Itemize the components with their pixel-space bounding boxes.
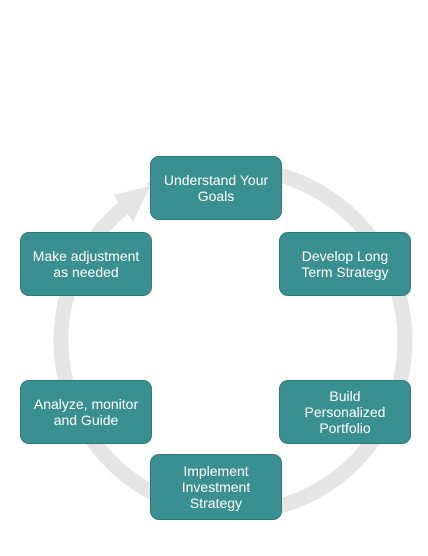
step-label: Implement Investment Strategy bbox=[181, 463, 251, 511]
step-label: Understand Your Goals bbox=[163, 172, 269, 204]
step-develop-long-term-strategy[interactable]: Develop Long Term Strategy bbox=[279, 232, 411, 296]
step-implement-investment-strategy[interactable]: Implement Investment Strategy bbox=[150, 454, 282, 520]
step-build-personalized-portfolio[interactable]: Build Personalized Portfolio bbox=[279, 380, 411, 444]
step-label: Analyze, monitor and Guide bbox=[33, 396, 139, 428]
cycle-ring-arc bbox=[53, 161, 413, 521]
step-make-adjustment[interactable]: Make adjustment as needed bbox=[20, 232, 152, 296]
step-label: Make adjustment as needed bbox=[32, 248, 140, 280]
step-understand-goals[interactable]: Understand Your Goals bbox=[150, 156, 282, 220]
cycle-arrow-head-icon bbox=[113, 186, 150, 222]
step-analyze-monitor-guide[interactable]: Analyze, monitor and Guide bbox=[20, 380, 152, 444]
step-label: Build Personalized Portfolio bbox=[304, 388, 386, 436]
step-label: Develop Long Term Strategy bbox=[301, 248, 389, 280]
